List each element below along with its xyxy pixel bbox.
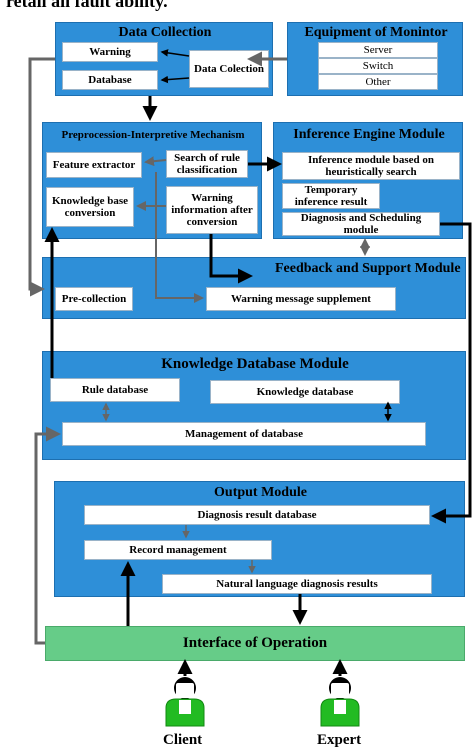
expert-person-icon xyxy=(320,659,360,727)
search-rule-box: Search of rule classification xyxy=(166,150,248,178)
temporary-result-box: Temporary inference result xyxy=(282,183,380,209)
knowledge-database-box: Knowledge database xyxy=(210,380,400,404)
data-collection-title: Data Collection xyxy=(118,25,212,40)
feature-extractor-box: Feature extractor xyxy=(46,152,142,178)
arrow-diag-to-output xyxy=(431,222,472,524)
monitor-switch-box: Switch xyxy=(318,58,438,74)
arrow-warninginfo-to-feedback xyxy=(209,234,253,284)
monitor-title: Equipment of Monintor xyxy=(304,25,448,40)
header-fragment-text: retail all fault ability. xyxy=(6,0,168,11)
monitor-server-box: Server xyxy=(318,42,438,58)
header-fragment: retail all fault ability. xyxy=(0,0,474,14)
knowledge-db-title: Knowledge Database Module xyxy=(161,356,349,372)
warning-box: Warning xyxy=(62,42,158,62)
record-management-box: Record management xyxy=(84,540,272,560)
diagnosis-scheduling-box: Diagnosis and Scheduling module xyxy=(282,212,440,236)
monitor-other-box: Other xyxy=(318,74,438,90)
diagnosis-db-box: Diagnosis result database xyxy=(84,505,430,525)
inference-title: Inference Engine Module xyxy=(293,127,445,142)
arrow-collector-to-database xyxy=(160,75,190,84)
knowledge-conversion-box: Knowledge base conversion xyxy=(46,187,134,227)
warning-info-box: Warning information after conversion xyxy=(166,186,258,234)
arrow-left-loop xyxy=(28,57,55,297)
arrow-collector-to-warning xyxy=(160,49,190,57)
warning-supplement-box: Warning message supplement xyxy=(206,287,396,311)
arrow-search-to-feature xyxy=(144,156,167,167)
output-title: Output Module xyxy=(214,485,307,500)
natural-language-box: Natural language diagnosis results xyxy=(162,574,432,594)
management-database-box: Management of database xyxy=(62,422,426,446)
precollection-box: Pre-collection xyxy=(55,287,133,311)
rule-database-box: Rule database xyxy=(50,378,180,402)
interface-title: Interface of Operation xyxy=(182,635,328,651)
preprocess-title: Preprocession-Interpretive Mechanism xyxy=(61,129,245,141)
client-person-icon xyxy=(165,659,205,727)
expert-label: Expert xyxy=(317,732,362,748)
arrow-interface-to-management xyxy=(34,426,61,645)
interface-box: Interface of Operation xyxy=(45,626,465,661)
arrow-preprocess-to-supplement xyxy=(155,172,204,303)
inference-heuristic-box: Inference module based on heuristically … xyxy=(282,152,460,180)
client-label: Client xyxy=(163,732,203,748)
database-box: Database xyxy=(62,70,158,90)
feedback-title: Feedback and Support Module xyxy=(275,261,461,276)
